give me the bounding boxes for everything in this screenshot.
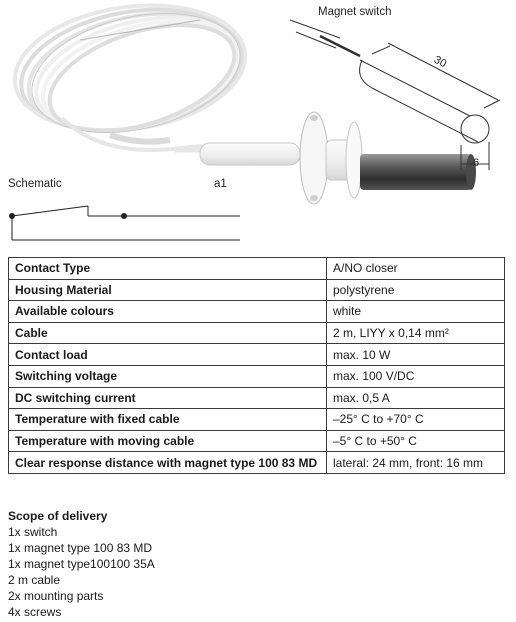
spec-key: DC switching current: [8, 386, 327, 410]
list-item: 2 m cable: [8, 573, 61, 587]
schematic-label: Schematic: [8, 178, 62, 190]
schematic-symbol: [9, 205, 240, 241]
spec-key: Available colours: [8, 300, 327, 323]
list-item: 1x magnet type100100 35A: [8, 557, 155, 571]
spec-value: max. 10 W: [326, 343, 505, 366]
spec-value: A/NO closer: [326, 257, 505, 280]
magnet-drawing: [289, 19, 501, 170]
spec-key: Cable: [8, 321, 327, 345]
spec-value: white: [326, 300, 505, 323]
spec-key: Clear response distance with magnet type…: [8, 451, 327, 474]
list-item: 4x screws: [8, 605, 62, 619]
spec-key: Housing Material: [8, 278, 327, 302]
a1-label: a1: [214, 178, 227, 190]
spec-value: 2 m, LIYY x 0,14 mm²: [326, 321, 505, 345]
list-item: 1x magnet type 100 83 MD: [8, 541, 153, 555]
spec-value: max. 0,5 A: [326, 386, 505, 410]
switch-body: [199, 111, 476, 205]
list-item: 1x switch: [8, 525, 58, 539]
dimension-diameter-label: 6: [473, 157, 480, 169]
product-figure: Magnet switch Schematic a1 30 6: [0, 0, 516, 250]
spec-key: Contact load: [8, 343, 327, 366]
list-item: 2x mounting parts: [8, 589, 104, 603]
spec-value: –25° C to +70° C: [326, 408, 505, 431]
spec-value: –5° C to +50° C: [326, 429, 505, 453]
table-row: Temperature with moving cable–5° C to +5…: [8, 429, 505, 453]
scope-title: Scope of delivery: [8, 509, 108, 523]
spec-value: max. 100 V/DC: [326, 364, 505, 388]
magnet-switch-label: Magnet switch: [318, 6, 392, 18]
cable-coil: [12, 3, 248, 160]
spec-key: Temperature with fixed cable: [8, 408, 327, 431]
spec-key: Contact Type: [8, 257, 327, 280]
spec-key: Switching voltage: [8, 364, 327, 388]
spec-key: Temperature with moving cable: [8, 429, 327, 453]
scope-of-delivery: Scope of delivery 1x switch 1x magnet ty…: [8, 508, 155, 620]
spec-value: polystyrene: [326, 278, 505, 302]
spec-value: lateral: 24 mm, front: 16 mm: [326, 451, 505, 474]
table-row: Temperature with fixed cable–25° C to +7…: [8, 408, 505, 431]
product-illustration: [9, 3, 501, 241]
table-row: Clear response distance with magnet type…: [8, 451, 505, 474]
